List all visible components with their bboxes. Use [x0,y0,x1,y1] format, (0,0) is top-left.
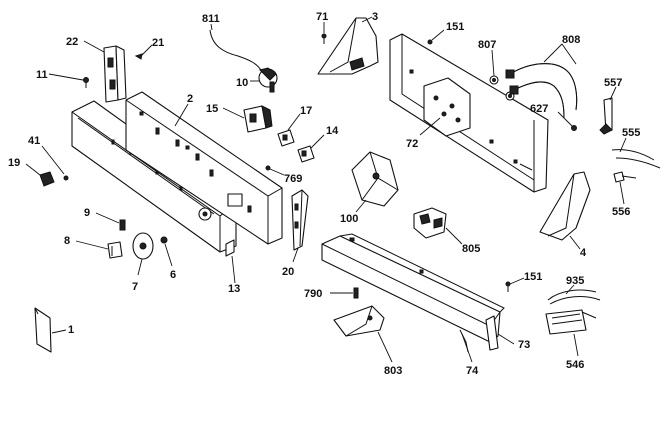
callout-151-top: 151 [446,21,464,33]
part-805-valve [413,207,463,245]
callout-19: 19 [8,157,20,169]
part-11-screw [48,73,89,88]
part-811-hose [209,23,263,73]
part-151-screw-top [427,29,445,45]
part-71-screw [321,22,327,44]
part-10-timer [250,67,278,93]
callout-811: 811 [202,13,220,25]
part-74-trim [459,329,473,363]
part-17-switch [277,113,301,147]
callout-627: 627 [530,103,548,115]
part-21-clip [134,44,153,60]
callout-9: 9 [84,207,90,219]
part-100-motor-housing [351,151,399,213]
callout-151-lower: 151 [524,271,542,283]
part-790-screw [330,287,359,299]
callout-808: 808 [562,34,580,46]
part-6-screw [160,236,173,267]
part-15-switch [222,105,273,133]
callout-4: 4 [580,247,587,259]
part-807-washers [489,49,515,101]
callout-803: 803 [384,365,402,377]
part-546-connector [545,309,597,357]
callout-3: 3 [372,11,378,23]
callout-15: 15 [206,103,218,115]
part-556-terminal [613,171,637,205]
part-8-knob [75,240,123,259]
callout-935: 935 [566,275,584,287]
callout-72: 72 [406,138,418,150]
callout-557: 557 [604,77,622,89]
part-13-console-panel [71,100,237,284]
callout-10: 10 [236,77,248,89]
part-935-harness [547,284,601,305]
callout-13: 13 [228,283,240,295]
part-769-screw [265,165,285,176]
part-7-dial [132,232,154,276]
callout-790: 790 [304,288,322,300]
callout-11: 11 [36,69,48,81]
callout-546: 546 [566,359,584,371]
callout-71: 71 [316,11,328,23]
part-22-bracket [83,40,127,103]
part-3-end-cap-left [317,16,379,75]
part-1-manual [34,307,67,353]
callout-6: 6 [170,269,176,281]
callout-73: 73 [518,339,530,351]
part-14-switch [297,134,325,163]
part-41-screw [41,145,69,181]
callout-41: 41 [28,135,40,147]
callout-556: 556 [612,206,630,218]
callout-21: 21 [152,37,164,49]
part-151-screw-lower [505,277,525,292]
part-2-console-back [125,91,283,245]
callout-769: 769 [284,173,302,185]
callout-555: 555 [622,127,640,139]
callout-74: 74 [466,365,479,377]
part-9-spring [95,212,126,231]
callout-100: 100 [340,213,358,225]
callout-22: 22 [66,36,78,48]
part-19-knob [25,163,55,187]
part-808-hoses [505,43,578,119]
callout-1: 1 [68,324,74,336]
part-555-cord [611,137,661,169]
part-72-back-panel [389,33,549,193]
callout-7: 7 [132,281,138,293]
callout-807: 807 [478,39,496,51]
callout-14: 14 [326,125,339,137]
callout-2: 2 [187,93,193,105]
part-557-clip [599,86,617,135]
part-4-end-cap-right [539,171,591,250]
callout-20: 20 [282,266,294,278]
callout-8: 8 [64,235,70,247]
part-627-screw [557,111,577,131]
callout-17: 17 [300,105,312,117]
callout-805: 805 [462,243,480,255]
part-20-bracket [291,189,309,263]
part-803-bracket [333,305,393,363]
part-73-front-panel [321,233,515,351]
